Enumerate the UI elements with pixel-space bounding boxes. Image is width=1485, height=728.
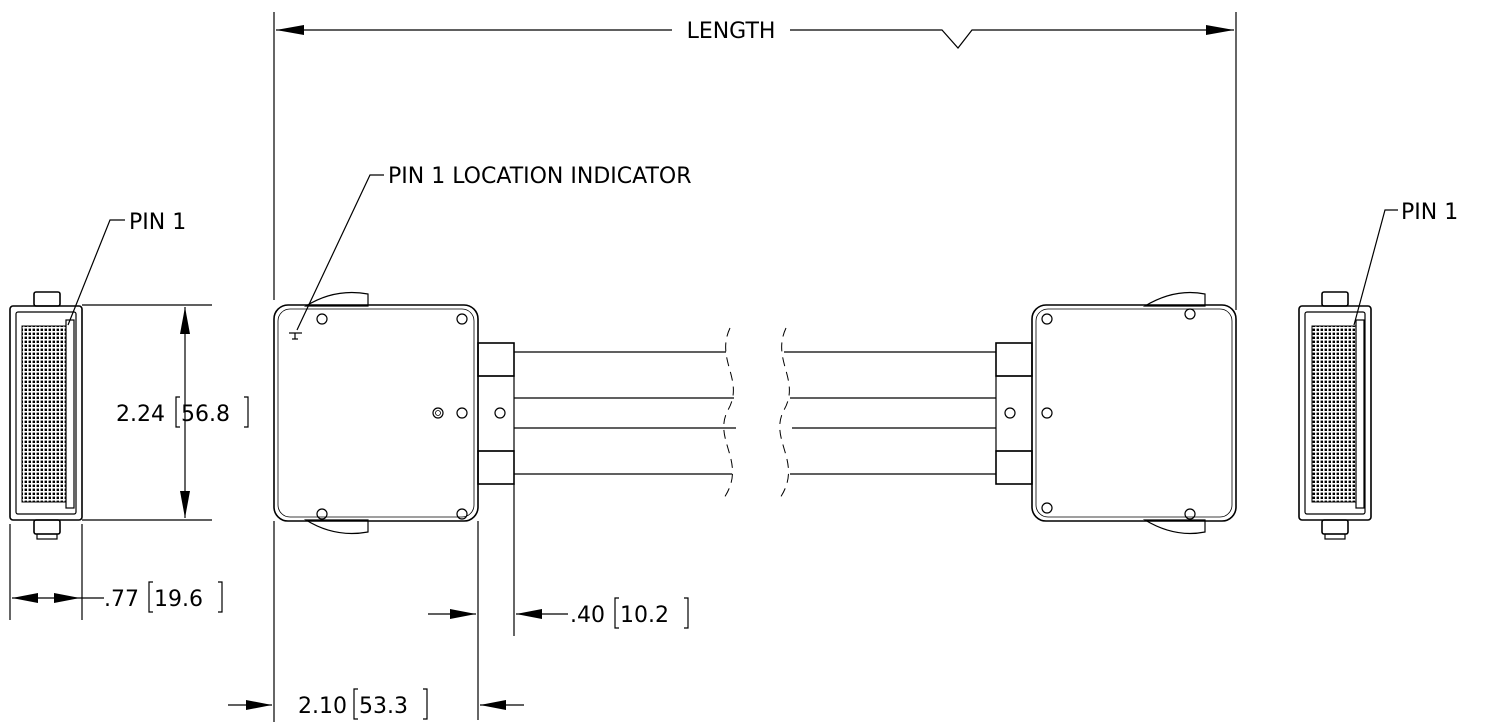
- pin1-right-label: PIN 1: [1401, 200, 1458, 225]
- connector-depth-inch: .77: [104, 587, 139, 612]
- strain-relief-text: .40 10.2: [570, 597, 689, 629]
- cable-break-right: [779, 327, 790, 499]
- pin1-left-label: PIN 1: [129, 210, 186, 235]
- housing-length-mm: 53.3: [359, 694, 408, 719]
- left-housing: [273, 291, 479, 535]
- cable-break-left: [723, 327, 734, 499]
- housing-length-inch: 2.10: [298, 694, 347, 719]
- right-strain-relief: [995, 342, 1033, 485]
- pin1-left-leader: [67, 219, 125, 326]
- connector-depth-text: .77 19.6: [104, 581, 223, 613]
- housing-length-text: 2.10 53.3: [298, 688, 428, 720]
- right-connector-side-view: [1298, 291, 1372, 540]
- length-label: LENGTH: [687, 19, 776, 44]
- height-dimension-text: 2.24 56.8: [116, 396, 249, 428]
- left-strain-relief: [477, 342, 515, 485]
- strain-relief-inch: .40: [570, 603, 605, 628]
- height-dimension: [82, 304, 212, 521]
- left-connector-side-view: [9, 291, 83, 540]
- strain-relief-dimension: [428, 484, 568, 720]
- length-dimension: [273, 12, 1237, 310]
- connector-depth-mm: 19.6: [154, 587, 203, 612]
- pin1-indicator-mark: [289, 332, 302, 340]
- pin1-right-leader: [1353, 209, 1398, 326]
- right-housing: [1031, 291, 1237, 535]
- height-inch: 2.24: [116, 402, 165, 427]
- height-mm: 56.8: [181, 402, 230, 427]
- strain-relief-mm: 10.2: [620, 603, 669, 628]
- flat-cable: [514, 327, 996, 499]
- housing-length-dimension: [228, 521, 524, 722]
- pin1-location-leader: [296, 174, 384, 331]
- connector-depth-dimension: [9, 524, 104, 620]
- pin1-location-indicator-label: PIN 1 LOCATION INDICATOR: [388, 164, 692, 189]
